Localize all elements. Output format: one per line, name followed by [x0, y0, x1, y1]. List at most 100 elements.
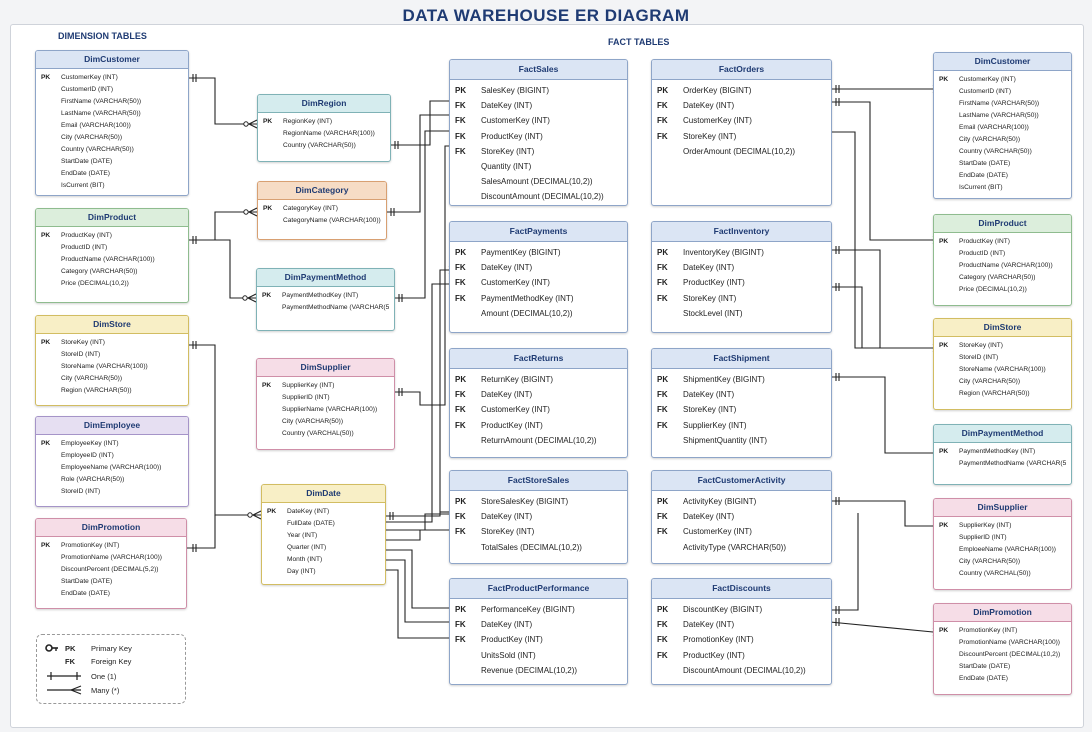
field-name: DateKey (INT)	[683, 101, 735, 111]
field-name: DateKey (INT)	[481, 620, 533, 630]
field-name: ShipmentKey (BIGINT)	[683, 375, 765, 384]
key-marker	[939, 388, 959, 400]
field-name: City (VARCHAR(50))	[61, 375, 123, 382]
field-row: SalesAmount (DECIMAL(10,2))	[455, 174, 622, 189]
field-row: PaymentMethodName (VARCHAR(50))	[262, 302, 389, 314]
field-name: ProductKey (INT)	[481, 420, 543, 430]
field-name: City (VARCHAR(50))	[959, 558, 1021, 565]
key-marker	[455, 174, 481, 189]
field-row: City (VARCHAR(50))	[41, 373, 183, 385]
key-marker	[939, 544, 959, 556]
key-marker	[939, 352, 959, 364]
key-marker	[939, 272, 959, 284]
field-row: DiscountAmount (DECIMAL(10,2))	[657, 663, 826, 678]
legend-pk-symbol: PK	[65, 643, 76, 653]
key-marker: FK	[455, 405, 466, 415]
field-row: City (VARCHAR(50))	[939, 556, 1066, 568]
field-name: CustomerID (INT)	[61, 86, 114, 93]
field-row: Amount (DECIMAL(10,2))	[455, 306, 622, 321]
legend-fk-label: Foreign Key	[91, 657, 132, 666]
dim-supplier-r-header: DimSupplier	[934, 499, 1071, 517]
key-marker	[657, 433, 683, 448]
legend-fk-symbol: FK	[65, 657, 75, 666]
key-marker	[262, 302, 282, 314]
key-marker	[657, 144, 683, 159]
field-row: ProductID (INT)	[939, 248, 1066, 260]
field-name: City (VARCHAR(50))	[61, 134, 123, 141]
field-name: DiscountAmount (DECIMAL(10,2))	[683, 665, 806, 675]
field-row: DiscountAmount (DECIMAL(10,2))	[455, 189, 622, 204]
field-row: DiscountPercent (DECIMAL(5,2))	[41, 564, 181, 576]
field-name: StoreName (VARCHAR(100))	[959, 366, 1046, 373]
field-row: EmployeeID (INT)	[41, 450, 183, 462]
key-marker	[41, 266, 61, 278]
field-name: OrderAmount (DECIMAL(10,2))	[683, 146, 796, 156]
key-marker: FK	[657, 512, 668, 522]
field-row: Region (VARCHAR(50))	[939, 388, 1066, 400]
field-name: DiscountKey (BIGINT)	[683, 605, 763, 614]
key-marker	[939, 122, 959, 134]
dim-supplier-l-header: DimSupplier	[257, 359, 394, 377]
dim-employee-header: DimEmployee	[36, 417, 188, 435]
field-name: PaymentKey (BIGINT)	[481, 248, 561, 257]
field-name: StoreKey (INT)	[959, 342, 1003, 349]
field-name: SupplierKey (INT)	[683, 420, 747, 430]
dim-product-r-header: DimProduct	[934, 215, 1071, 233]
field-row: PaymentMethodName (VARCHAR(50))	[939, 458, 1066, 470]
field-name: Quantity (INT)	[481, 161, 532, 171]
field-row: Price (DECIMAL(10,2))	[41, 278, 183, 290]
legend: PK Primary Key FK Foreign Key One (1) Ma…	[36, 634, 186, 704]
field-row: PromotionName (VARCHAR(100))	[939, 637, 1066, 649]
field-name: PaymentMethodKey (INT)	[959, 448, 1036, 455]
field-row: SupplierName (VARCHAR(100))	[262, 404, 389, 416]
key-marker: PK	[939, 76, 949, 83]
field-name: StoreKey (INT)	[61, 339, 105, 346]
key-marker	[41, 84, 61, 96]
legend-one-label: One (1)	[91, 671, 117, 681]
field-row: Country (VARCHAL(50))	[939, 568, 1066, 580]
field-name: StoreID (INT)	[61, 351, 101, 358]
key-marker	[41, 576, 61, 588]
key-marker	[41, 156, 61, 168]
